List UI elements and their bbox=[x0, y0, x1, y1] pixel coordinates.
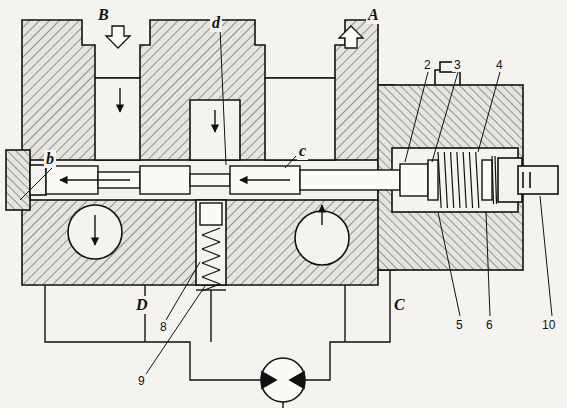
hydraulic-motor bbox=[261, 358, 305, 402]
coil-stroke bbox=[202, 256, 220, 263]
coil-stroke bbox=[202, 228, 220, 235]
coil-stroke bbox=[495, 156, 497, 204]
port-letter: A bbox=[366, 6, 381, 24]
leader-lines bbox=[20, 28, 552, 374]
callout-number: 10 bbox=[540, 318, 557, 332]
coil-stroke bbox=[202, 249, 220, 256]
coil-stroke bbox=[202, 277, 220, 284]
coil-stroke bbox=[457, 152, 460, 208]
check-valve bbox=[196, 203, 226, 290]
callout-number: 4 bbox=[494, 58, 505, 72]
coil-stroke bbox=[451, 152, 454, 208]
callout-number: 3 bbox=[452, 58, 463, 72]
spool bbox=[46, 160, 492, 200]
hydraulic-lines bbox=[45, 270, 390, 408]
coil-stroke bbox=[202, 270, 220, 277]
coil-stroke bbox=[463, 152, 466, 208]
coil-stroke bbox=[202, 263, 220, 270]
port-arrows bbox=[106, 26, 363, 48]
port-letter: c bbox=[297, 142, 308, 160]
callout-number: 5 bbox=[454, 318, 465, 332]
callout-number: 9 bbox=[136, 374, 147, 388]
callout-number: 8 bbox=[158, 320, 169, 334]
coil-stroke bbox=[202, 235, 220, 242]
port-letter: B bbox=[96, 6, 111, 24]
spring-coils bbox=[202, 152, 497, 291]
port-letter: d bbox=[210, 14, 222, 32]
flow-arrows bbox=[60, 88, 322, 245]
coil-stroke bbox=[492, 156, 494, 204]
port-letter: D bbox=[134, 296, 150, 314]
callout-number: 6 bbox=[484, 318, 495, 332]
coil-stroke bbox=[438, 152, 441, 208]
coil-stroke bbox=[202, 242, 220, 249]
coil-stroke bbox=[476, 152, 479, 208]
coil-stroke bbox=[444, 152, 447, 208]
callout-number: 2 bbox=[422, 58, 433, 72]
port-letter: C bbox=[392, 296, 407, 314]
coil-stroke bbox=[469, 152, 472, 208]
port-letter: b bbox=[44, 150, 56, 168]
housing bbox=[6, 20, 558, 285]
